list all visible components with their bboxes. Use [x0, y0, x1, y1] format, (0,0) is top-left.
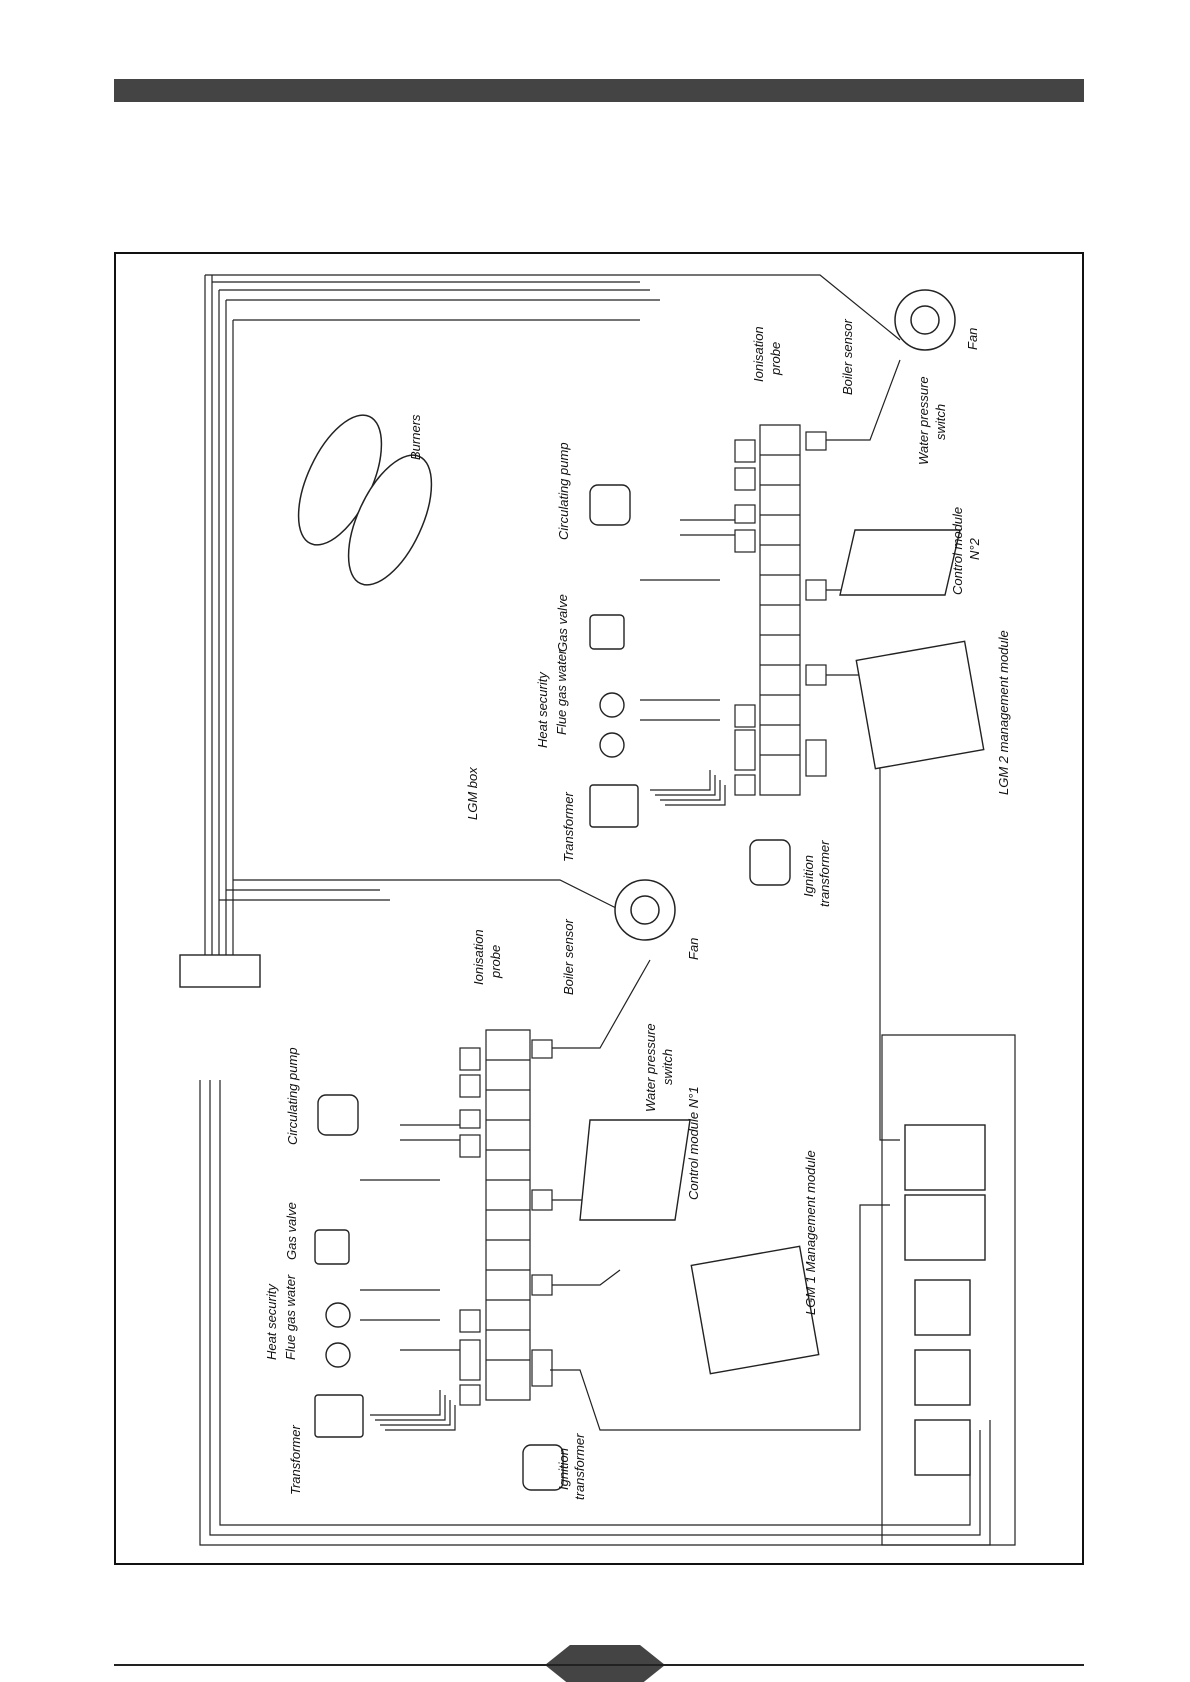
burners-graphic [297, 414, 433, 586]
module1-labels: Transformer Ignition transformer Heat se… [264, 918, 818, 1500]
label-ionisation-probe-1b: probe [488, 945, 503, 979]
label-control-module-2a: Control module [950, 507, 965, 595]
label-ionisation-probe-1a: Ionisation [471, 929, 486, 985]
label-water-pressure-switch-2b: switch [933, 404, 948, 440]
label-ignition-transformer-1a: Ignition [556, 1448, 571, 1490]
diagram-frame [114, 252, 1084, 1565]
label-burners: Burners [408, 414, 423, 460]
label-gas-valve-2: Gas valve [555, 594, 570, 652]
label-water-pressure-switch-1b: switch [660, 1049, 675, 1085]
label-ionisation-probe-2a: Ionisation [751, 326, 766, 382]
label-transformer-2: Transformer [561, 792, 576, 862]
label-circulating-pump-2: Circulating pump [556, 442, 571, 540]
label-boiler-sensor-2: Boiler sensor [840, 318, 855, 395]
label-ionisation-probe-2b: probe [768, 342, 783, 376]
page-number-badge [545, 1645, 665, 1682]
header-bar [114, 79, 1084, 102]
label-ignition-transformer-2b: transformer [817, 840, 832, 907]
component-graphics [179, 484, 986, 1491]
label-flue-gas-water-1: Flue gas water [283, 1274, 298, 1360]
label-water-pressure-switch-1a: Water pressure [643, 1023, 658, 1112]
label-control-module-1: Control module N°1 [686, 1086, 701, 1200]
fan-graphic [614, 289, 956, 941]
label-ignition-transformer-2a: Ignition [801, 855, 816, 897]
label-fan-1: Fan [686, 938, 701, 960]
label-water-pressure-switch-2a: Water pressure [916, 376, 931, 465]
label-flue-gas-water-2: Flue gas water [554, 649, 569, 735]
label-management-module-1: LGM 1 Management module [803, 1150, 818, 1315]
label-control-module-2b: N°2 [967, 537, 982, 560]
label-transformer-1: Transformer [288, 1425, 303, 1495]
label-management-module-2: LGM 2 management module [996, 630, 1011, 795]
label-heat-security-1: Heat security [264, 1283, 279, 1360]
label-heat-security-2: Heat security [535, 671, 550, 748]
label-fan-2: Fan [965, 328, 980, 350]
label-ignition-transformer-1b: transformer [572, 1433, 587, 1500]
label-gas-valve-1: Gas valve [284, 1202, 299, 1260]
label-circulating-pump-1: Circulating pump [285, 1047, 300, 1145]
label-lgm-box: LGM box [465, 767, 480, 820]
label-boiler-sensor-1: Boiler sensor [561, 918, 576, 995]
footer-line [114, 1664, 1084, 1666]
module2-labels: Burners LGM box Transformer Ignition tra… [408, 318, 1011, 907]
wiring-lines [199, 274, 1016, 1546]
